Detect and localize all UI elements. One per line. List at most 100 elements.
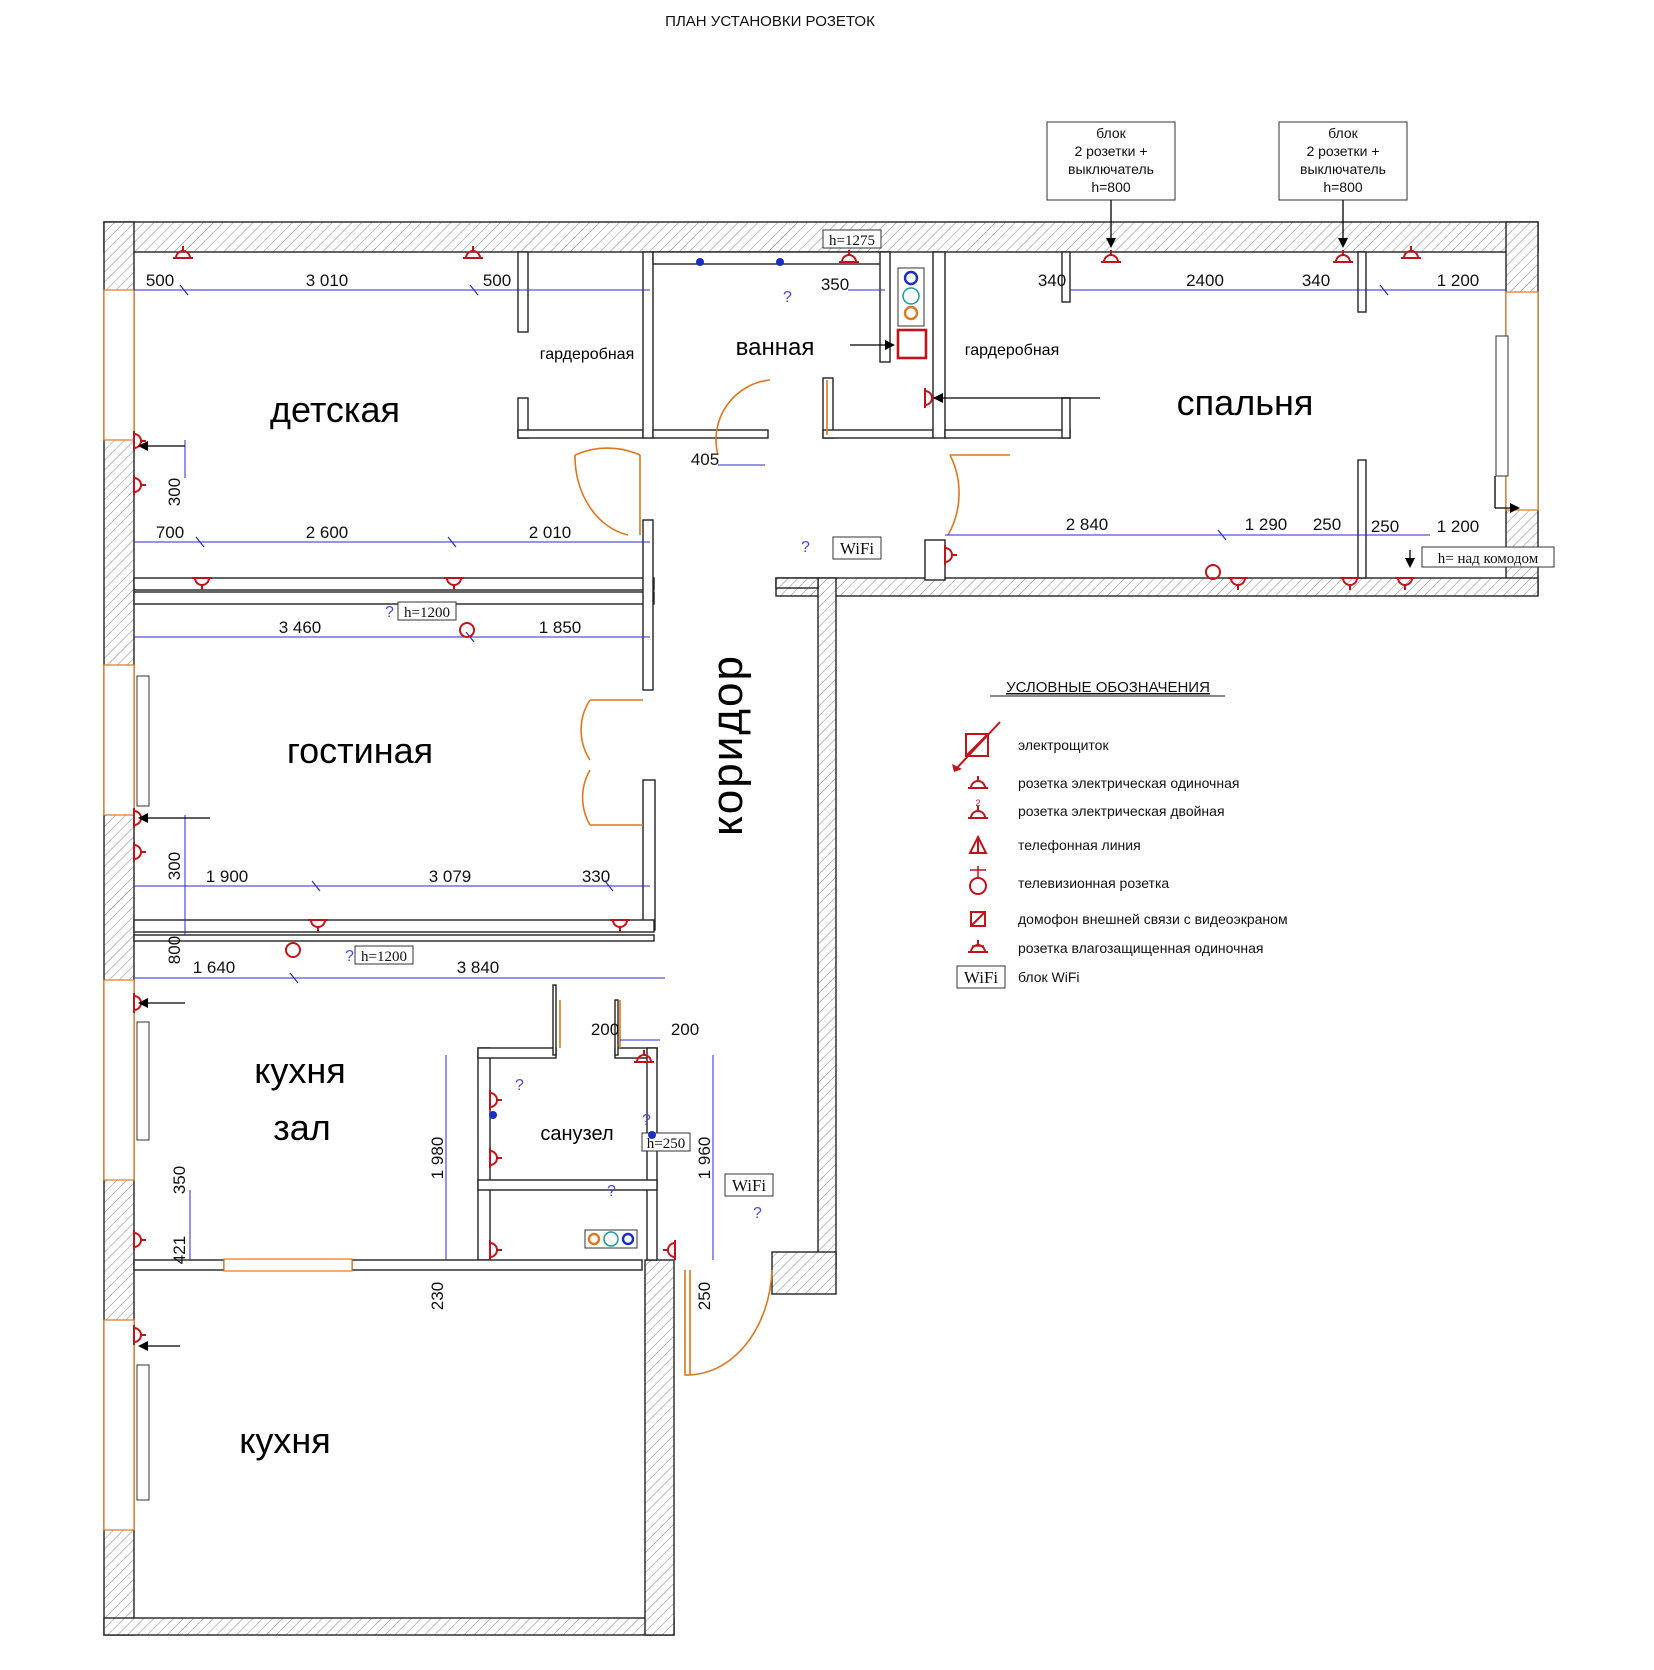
svg-text:330: 330 [582,867,610,886]
legend-label-1: розетка электрическая одиночная [1018,775,1239,791]
tag-h1200-a: h=1200 [404,605,450,621]
interior-walls [133,251,1367,1271]
waterproof-socket-icon [967,939,989,953]
legend-label-7: блок WiFi [1018,969,1080,985]
doors [559,379,1010,1376]
svg-text:800: 800 [165,936,184,964]
tag-h1200-b: h=1200 [361,949,407,965]
svg-text:?: ? [783,289,792,306]
room-kuhnya-zal-line2: зал [273,1107,331,1148]
svg-text:?: ? [515,1077,524,1094]
plan-title: ПЛАН УСТАНОВКИ РОЗЕТОК [665,13,875,30]
svg-text:блок: блок [1096,125,1127,141]
svg-text:1 850: 1 850 [539,618,582,637]
svg-text:405: 405 [691,450,719,469]
svg-text:2 010: 2 010 [529,523,572,542]
svg-text:выключатель: выключатель [1068,161,1154,177]
svg-text:350: 350 [821,275,849,294]
room-spalnya: спальня [1177,382,1314,423]
svg-text:?: ? [801,539,810,556]
wifi-block-icon: WiFi [956,965,1006,989]
svg-text:200: 200 [591,1020,619,1039]
radiators [136,335,1509,1501]
wifi-label-2: WiFi [732,1176,767,1195]
svg-text:?: ? [642,1112,651,1129]
svg-text:1 200: 1 200 [1437,517,1480,536]
windows [103,289,1539,1531]
room-detskaya: детская [270,389,400,430]
svg-text:2 840: 2 840 [1066,515,1109,534]
pointer-arrows [138,441,1520,1351]
svg-text:3 460: 3 460 [279,618,322,637]
svg-text:2: 2 [975,798,980,808]
legend-label-6: розетка влагозащищенная одиночная [1018,940,1264,956]
room-gostinaya: гостиная [287,730,433,771]
room-vannaya: ванная [736,334,815,361]
svg-text:1 200: 1 200 [1437,271,1480,290]
double-socket-icon: 2 [967,798,989,819]
svg-text:300: 300 [165,478,184,506]
sockets [133,245,1422,1346]
legend-label-3: телефонная линия [1018,837,1141,853]
svg-text:2 розетки +: 2 розетки + [1074,143,1147,159]
svg-text:2400: 2400 [1186,271,1224,290]
electric-panel-icon [952,721,1001,772]
tag-h250: h=250 [647,1136,685,1152]
svg-text:?: ? [753,1205,762,1222]
svg-text:340: 340 [1302,271,1330,290]
svg-text:230: 230 [428,1282,447,1310]
svg-text:250: 250 [695,1282,714,1310]
unknown-markers: ? ? ? ? ? ? ? ? [345,289,810,1222]
legend-label-4: телевизионная розетка [1018,875,1169,891]
svg-text:1 960: 1 960 [695,1137,714,1180]
svg-text:?: ? [607,1183,616,1200]
svg-text:700: 700 [156,523,184,542]
legend-label-2: розетка электрическая двойная [1018,803,1225,819]
legend-label-0: электрощиток [1018,737,1109,753]
tag-h1275: h=1275 [829,233,875,249]
svg-text:340: 340 [1038,271,1066,290]
svg-text:1 640: 1 640 [193,958,236,977]
riser-shaft [489,258,1100,1249]
svg-text:1 900: 1 900 [206,867,249,886]
room-garderob-2: гардеробная [965,342,1060,359]
svg-text:500: 500 [146,271,174,290]
svg-text:200: 200 [671,1020,699,1039]
dimension-lines [134,284,1506,1260]
svg-text:3 079: 3 079 [429,867,472,886]
svg-text:421: 421 [170,1236,189,1264]
svg-text:1 290: 1 290 [1245,515,1288,534]
legend-label-5: домофон внешней связи с видеоэкраном [1018,911,1288,927]
room-kuhnya: кухня [239,1420,331,1461]
room-garderob-1: гардеробная [540,346,635,363]
callout-block-1: блок 2 розетки + выключатель h=800 [1046,121,1176,248]
svg-text:блок: блок [1328,125,1359,141]
svg-text:350: 350 [170,1166,189,1194]
svg-text:3 840: 3 840 [457,958,500,977]
svg-text:выключатель: выключатель [1300,161,1386,177]
svg-text:250: 250 [1313,515,1341,534]
legend-heading: УСЛОВНЫЕ ОБОЗНАЧЕНИЯ [1006,679,1210,696]
svg-text:h=800: h=800 [1323,179,1363,195]
legend: УСЛОВНЫЕ ОБОЗНАЧЕНИЯ электрощиток розетк… [952,679,1288,989]
tv-socket-icon [969,866,987,895]
svg-text:h=800: h=800 [1091,179,1131,195]
room-koridor: коридор [703,654,752,836]
svg-text:2 розетки +: 2 розетки + [1306,143,1379,159]
svg-text:500: 500 [483,271,511,290]
intercom-icon [970,911,986,927]
svg-text:1 980: 1 980 [428,1137,447,1180]
svg-text:WiFi: WiFi [964,968,999,987]
single-socket-icon [967,775,989,789]
phone-line-icon [968,834,988,854]
tag-komod: h= над комодом [1438,551,1539,567]
svg-text:250: 250 [1371,517,1399,536]
svg-text:?: ? [385,604,394,621]
height-tags: h=1275 h=1200 h=1200 h=250 h= над комодо… [354,229,1555,1197]
room-kuhnya-zal-line1: кухня [254,1050,346,1091]
svg-text:?: ? [345,948,354,965]
svg-text:2 600: 2 600 [306,523,349,542]
callout-block-2: блок 2 розетки + выключатель h=800 [1278,121,1408,248]
room-labels: детская гардеробная ванная гардеробная с… [239,334,1313,1461]
